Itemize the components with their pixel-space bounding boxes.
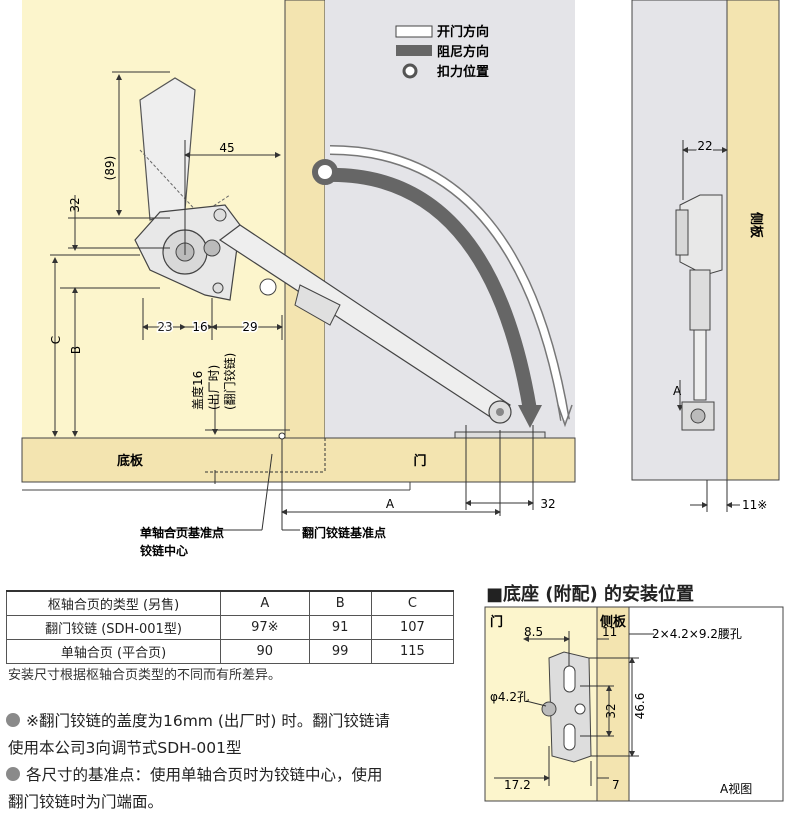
dim-8-5: 8.5 <box>524 625 543 639</box>
table-header: A <box>220 590 310 616</box>
damping-arrow-head <box>518 405 542 428</box>
side-panel-label: 侧板 <box>748 212 764 239</box>
installation-diagram: 开门方向 阻尼方向 扣力位置 <box>21 0 780 558</box>
dim-17-2: 17.2 <box>504 778 531 792</box>
dim-11: 11 <box>602 625 617 639</box>
spec-table: 枢轴合页的类型 (另售) A B C 翻门铰链 (SDH-001型) 97※ 9… <box>6 590 455 664</box>
base-side-panel-label: 侧板 <box>600 614 627 630</box>
table-cell: 单轴合页 (平合页) <box>6 639 221 664</box>
side-view-a-label: A <box>673 384 682 398</box>
bullet-1-line-2: 使用本公司3向调节式SDH-001型 <box>8 739 242 757</box>
dim-46-6: 46.6 <box>633 693 647 720</box>
hole-label: φ4.2孔 <box>490 690 529 704</box>
damping-direction-arc <box>324 167 537 412</box>
door-label: 门 <box>413 453 426 469</box>
slot-label: 2×4.2×9.2腰孔 <box>652 627 742 641</box>
bullet-1-line-1: ※翻门铰链的盖度为16mm (出厂时) 时。翻门铰链请 <box>26 712 390 730</box>
overlay-label-2: (出厂时) <box>207 365 221 410</box>
overlay-label-1: 盖度16 <box>190 371 205 410</box>
side-panel <box>284 0 326 439</box>
legend-hold-label: 扣力位置 <box>437 64 489 80</box>
bottom-board-label: 底板 <box>117 453 144 469</box>
hinge-body <box>139 77 196 221</box>
table-header: B <box>308 590 372 616</box>
table-cell: 翻门铰链 (SDH-001型) <box>6 615 221 640</box>
dim-b: B <box>69 346 83 354</box>
dim-c: C <box>49 336 63 344</box>
legend-damping-label: 阻尼方向 <box>437 44 489 60</box>
table-header: C <box>370 590 455 616</box>
dim-16: 16 <box>192 320 207 334</box>
base-mount-diagram: 门 侧板 A视图 8.5 11 2×4.2×9.2腰孔 φ4.2孔 32 46.… <box>484 606 784 802</box>
base-section-title: ■底座 (附配) 的安装位置 <box>486 584 694 605</box>
bullet-2-line-2: 翻门铰链时为门端面。 <box>8 793 164 811</box>
base-slot-top <box>563 665 576 693</box>
dim-29: 29 <box>242 320 257 334</box>
base-door-label: 门 <box>490 614 503 630</box>
dim-22: 22 <box>697 139 712 153</box>
table-cell: 90 <box>220 639 310 664</box>
table-cell: 97※ <box>220 615 310 640</box>
size-note: 安装尺寸根据枢轴合页类型的不同而有所差异。 <box>8 668 282 683</box>
table-row: 翻门铰链 (SDH-001型) 97※ 91 107 <box>6 615 455 640</box>
legend-open-label: 开门方向 <box>437 24 489 40</box>
dim-11-star: 11※ <box>742 498 767 512</box>
bullet-2-line-1: 各尺寸的基准点：使用单轴合页时为铰链中心，使用 <box>26 766 383 784</box>
damper-arm <box>218 224 511 421</box>
dim-32b: 32 <box>540 497 555 511</box>
dim-7: 7 <box>612 778 620 792</box>
bottom-board <box>21 437 576 483</box>
table-row: 单轴合页 (平合页) 90 99 115 <box>6 639 455 664</box>
legend-damping-swatch <box>396 45 432 56</box>
legend-open-swatch <box>395 25 433 38</box>
base-hole <box>541 701 557 717</box>
table-header: 枢轴合页的类型 (另售) <box>6 590 221 616</box>
side-view-panel <box>726 0 780 481</box>
side-view-hinge <box>679 194 723 276</box>
bullet-dot-icon <box>6 767 20 781</box>
dim-89: (89) <box>103 156 117 181</box>
dim-23: 23 <box>157 320 172 334</box>
table-cell: 115 <box>370 639 455 664</box>
table-cell: 99 <box>308 639 372 664</box>
dim-a: A <box>386 497 395 511</box>
overlay-label-3: (翻门铰链) <box>222 353 237 410</box>
hinge-center-label: 铰链中心 <box>140 543 188 558</box>
base-slot-bottom <box>563 723 576 751</box>
legend-hold-icon <box>402 63 418 79</box>
flap-hinge-ref-label: 翻门铰链基准点 <box>302 525 386 540</box>
dim-32: 32 <box>604 703 618 718</box>
dim-32: 32 <box>68 197 82 212</box>
bullet-note-1: ※翻门铰链的盖度为16mm (出厂时) 时。翻门铰链请 使用本公司3向调节式SD… <box>6 708 390 762</box>
hold-position-icon <box>312 159 338 185</box>
bullet-dot-icon <box>6 713 20 727</box>
bullet-note-2: 各尺寸的基准点：使用单轴合页时为铰链中心，使用 翻门铰链时为门端面。 <box>6 762 383 816</box>
dim-45: 45 <box>219 141 234 155</box>
table-header-row: 枢轴合页的类型 (另售) A B C <box>6 590 455 616</box>
base-view-a: A视图 <box>720 781 752 796</box>
single-axis-ref-label: 单轴合页基准点 <box>140 525 224 540</box>
table-cell: 91 <box>308 615 372 640</box>
table-cell: 107 <box>370 615 455 640</box>
